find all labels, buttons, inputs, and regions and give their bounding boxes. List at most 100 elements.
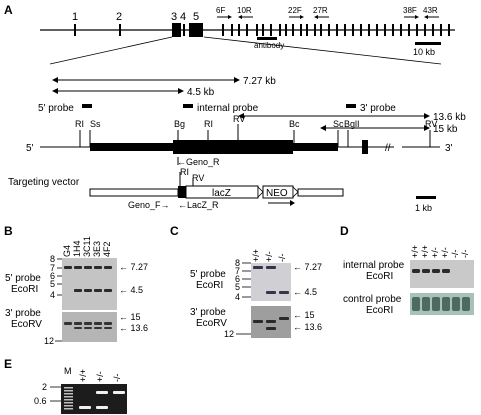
- blotb-lane-g4: G4: [62, 245, 72, 257]
- svg-text:4: 4: [235, 292, 240, 302]
- blotd-label-bottom-2: EcoRI: [366, 305, 393, 316]
- blotb-probe-bottom-2: EcoRV: [11, 319, 42, 330]
- site-bc: Bc: [289, 119, 300, 129]
- zoom-line-left: [49, 36, 173, 65]
- svg-text:8: 8: [50, 254, 55, 264]
- scale-bar-10kb: [415, 42, 441, 45]
- blotb-lane-labels: G4 1H4 3C11 3E3 4F2: [62, 236, 112, 257]
- blotc-probe-bottom-2: EcoRV: [196, 318, 227, 329]
- blotb-lane-1h4: 1H4: [72, 240, 82, 257]
- site-sc: Sc: [333, 119, 344, 129]
- exon-block-small: [362, 140, 368, 154]
- svg-text:+/-: +/-: [95, 371, 105, 382]
- primer-group: 6F 10R 22F 27R 38F 43R: [216, 6, 439, 19]
- primer-22f: 22F: [288, 6, 302, 15]
- svg-text:+/-: +/-: [430, 247, 440, 258]
- blotc-bottom-marker-12: 12: [224, 329, 234, 339]
- geno-f-label: Geno_F→: [128, 200, 170, 210]
- svg-text:5: 5: [235, 282, 240, 292]
- probe-3-bar: [346, 104, 356, 108]
- svg-text:-/-: -/-: [277, 254, 287, 263]
- map-end-5: 5': [26, 143, 34, 154]
- blotc-band-727: ← 7.27: [293, 262, 322, 272]
- fragment-arrows: [52, 77, 430, 131]
- probe-3-label: 3' probe: [360, 103, 396, 114]
- blotb-band-15: ← 15: [119, 312, 141, 322]
- site-rv-2: RV: [425, 119, 437, 129]
- svg-text:+/+: +/+: [410, 245, 420, 258]
- map-end-3: 3': [445, 143, 453, 154]
- scale-bar-1kb: [416, 196, 436, 199]
- blotc-band-136: ← 13.6: [293, 322, 322, 332]
- antibody-label: antibody: [254, 41, 284, 50]
- break-mark: //: [385, 143, 391, 154]
- gele-lane-labels: M +/+ +/- -/-: [64, 366, 122, 382]
- gele-ladder: [64, 387, 73, 410]
- blotc-lane-labels: +/+ +/- -/-: [251, 249, 287, 262]
- probe-internal-bar: [183, 104, 193, 108]
- blotc-top-image: [251, 263, 291, 301]
- blotb-bottom-marker-12: 12: [44, 336, 54, 346]
- primer-6f: 6F: [216, 6, 225, 15]
- site-rv-1: RV: [233, 114, 245, 124]
- probe-5-label: 5' probe: [38, 103, 74, 114]
- fragment-label-727: 7.27 kb: [243, 76, 276, 87]
- svg-text:+/+: +/+: [251, 249, 261, 262]
- blotb-probe-bottom-1: 3' probe: [5, 308, 41, 319]
- blotc-probe-top-1: 5' probe: [190, 269, 226, 280]
- scale-label-10kb: 10 kb: [413, 47, 435, 57]
- probe-internal-label: internal probe: [197, 103, 259, 114]
- site-bg: Bg: [174, 119, 185, 129]
- blotc-top-marker-ticks: [242, 262, 251, 298]
- site-ss: Ss: [90, 119, 101, 129]
- geno-r-label: ←Geno_R: [177, 157, 220, 167]
- blotd-top-bands: [412, 269, 450, 273]
- zoom-line-right: [203, 36, 442, 65]
- exon-ticks: [74, 23, 450, 37]
- panel-label-d: D: [340, 224, 349, 238]
- loxp-1: [257, 186, 264, 198]
- scale-label-1kb: 1 kb: [415, 203, 432, 213]
- lacz-r-label: ←LacZ_R: [178, 200, 219, 210]
- blotb-bottom-bands: [64, 322, 112, 329]
- vector-site-rv: RV: [192, 173, 204, 183]
- lacz-label: lacZ: [212, 188, 231, 199]
- svg-text:+/-: +/-: [264, 251, 274, 262]
- blotc-band-45: ← 4.5: [293, 287, 317, 297]
- exon-label-5: 5: [193, 11, 199, 23]
- blotb-top-image: [62, 258, 117, 310]
- exon-label-3: 3: [171, 11, 177, 23]
- blotd-label-top-2: EcoRI: [366, 271, 393, 282]
- vector-arm-3: [297, 188, 344, 197]
- svg-text:5: 5: [50, 279, 55, 289]
- svg-text:-/-: -/-: [112, 374, 122, 383]
- vector-exon-block: [178, 186, 186, 198]
- blotc-bottom-bands: [253, 317, 289, 330]
- svg-text:6: 6: [235, 274, 240, 284]
- exon-label-1: 1: [72, 11, 78, 23]
- blotb-band-136: ← 13.6: [119, 323, 148, 333]
- exon-block-map: [173, 140, 293, 154]
- panel-label-b: B: [4, 224, 13, 238]
- blotb-band-45: ← 4.5: [119, 285, 143, 295]
- blotb-top-markers: 8 7 6 5 4: [50, 254, 55, 300]
- svg-text:-/-: -/-: [460, 250, 470, 259]
- blotc-top-bands: [253, 266, 289, 294]
- blotb-lane-3e3: 3E3: [92, 241, 102, 257]
- blotd-top-image: [410, 260, 474, 288]
- exon-label-4: 4: [180, 11, 186, 23]
- blotb-probe-top-1: 5' probe: [5, 273, 41, 284]
- panel-label-c: C: [170, 224, 179, 238]
- site-bgli: BglI: [344, 119, 360, 129]
- neo-label: NEO: [266, 188, 288, 199]
- probe-5-bar: [82, 104, 92, 108]
- neo-arrowhead: [290, 200, 295, 206]
- exon-label-2: 2: [116, 11, 122, 23]
- fragment-label-45: 4.5 kb: [187, 87, 215, 98]
- vector-arm-5: [89, 188, 179, 197]
- blotd-bottom-bands: [412, 297, 470, 311]
- primer-10r: 10R: [237, 6, 252, 15]
- svg-text:M: M: [64, 366, 72, 376]
- homology-arm-3: [293, 143, 338, 151]
